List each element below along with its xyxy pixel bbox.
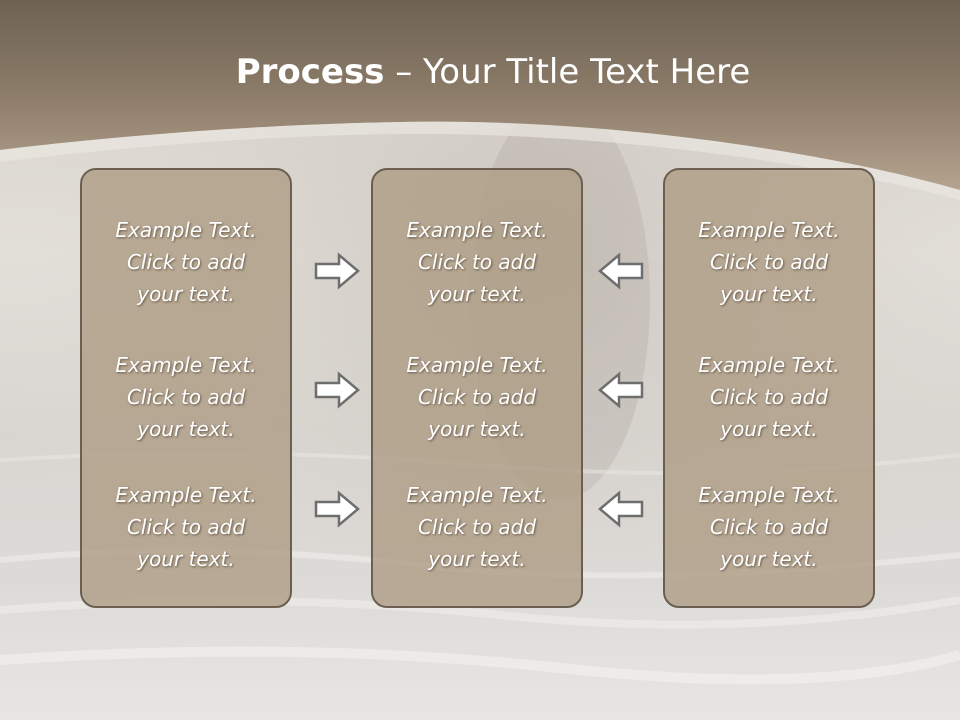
text-block[interactable]: Example Text. Click to add your text. [665, 479, 873, 575]
text-line: Example Text. [406, 218, 548, 242]
text-line: Click to add [126, 250, 246, 274]
text-block[interactable]: Example Text. Click to add your text. [82, 349, 290, 445]
right-arrow-icon [314, 252, 360, 290]
text-line: your text. [720, 417, 818, 441]
slide-title[interactable]: Process – Your Title Text Here [0, 52, 960, 92]
text-block[interactable]: Example Text. Click to add your text. [373, 349, 581, 445]
text-line: your text. [428, 547, 526, 571]
text-line: Click to add [126, 385, 246, 409]
text-block[interactable]: Example Text. Click to add your text. [82, 479, 290, 575]
left-arrow-icon [598, 371, 644, 409]
title-rest: – Your Title Text Here [384, 52, 751, 92]
text-line: your text. [137, 547, 235, 571]
text-line: Example Text. [115, 483, 257, 507]
text-line: Click to add [417, 250, 537, 274]
text-line: Click to add [126, 515, 246, 539]
text-line: Example Text. [115, 218, 257, 242]
title-bold: Process [235, 52, 385, 92]
text-block[interactable]: Example Text. Click to add your text. [665, 214, 873, 310]
text-line: Click to add [417, 515, 537, 539]
panel-right[interactable]: Example Text. Click to add your text. Ex… [663, 168, 875, 608]
text-line: your text. [720, 547, 818, 571]
text-line: Example Text. [698, 218, 840, 242]
right-arrow-icon [314, 490, 360, 528]
text-block[interactable]: Example Text. Click to add your text. [82, 214, 290, 310]
text-line: your text. [720, 282, 818, 306]
text-line: Click to add [709, 385, 829, 409]
text-line: Click to add [417, 385, 537, 409]
panel-left[interactable]: Example Text. Click to add your text. Ex… [80, 168, 292, 608]
text-line: Click to add [709, 250, 829, 274]
left-arrow-icon [598, 252, 644, 290]
text-line: your text. [137, 417, 235, 441]
panel-center[interactable]: Example Text. Click to add your text. Ex… [371, 168, 583, 608]
text-line: Example Text. [406, 483, 548, 507]
text-block[interactable]: Example Text. Click to add your text. [665, 349, 873, 445]
left-arrow-icon [598, 490, 644, 528]
text-line: your text. [428, 282, 526, 306]
text-line: Click to add [709, 515, 829, 539]
text-line: Example Text. [698, 353, 840, 377]
text-line: Example Text. [698, 483, 840, 507]
text-line: your text. [428, 417, 526, 441]
right-arrow-icon [314, 371, 360, 409]
text-line: Example Text. [406, 353, 548, 377]
text-block[interactable]: Example Text. Click to add your text. [373, 214, 581, 310]
text-line: your text. [137, 282, 235, 306]
text-block[interactable]: Example Text. Click to add your text. [373, 479, 581, 575]
text-line: Example Text. [115, 353, 257, 377]
